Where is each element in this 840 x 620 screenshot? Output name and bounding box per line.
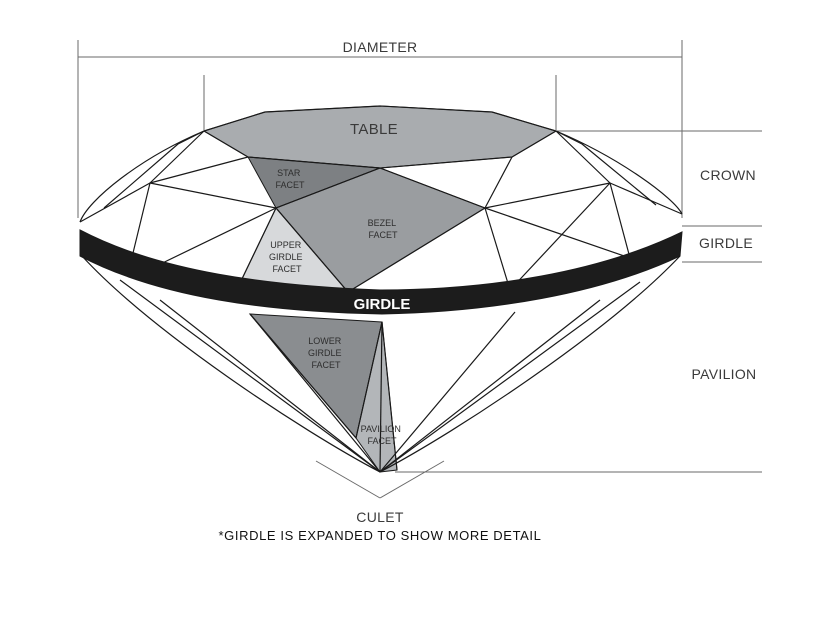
bezel-facet-label-line: BEZEL [368, 218, 397, 228]
culet-chevron-right [379, 460, 445, 499]
pavilion-edge-2 [249, 313, 381, 473]
crown-right-facets-1 [484, 130, 611, 209]
pavilion-label: PAVILION [692, 366, 757, 382]
facet-labels: STAR FACET BEZEL FACET UPPER GIRDLE FACE… [269, 168, 404, 446]
star-facet-label: STAR FACET [275, 168, 305, 190]
pavilion-edge-4 [249, 313, 357, 439]
lower-girdle-facet-label-line: FACET [311, 360, 341, 370]
pavilion-edge-10 [379, 299, 601, 473]
pavilion-right-outline [379, 255, 681, 473]
crown-right-facets-2 [484, 182, 631, 291]
star-facet-label-line: FACET [275, 180, 305, 190]
crown-label: CROWN [700, 167, 756, 183]
labels: DIAMETER TABLE CROWN GIRDLE GIRDLE PAVIL… [219, 39, 757, 543]
culet-chevron-left [315, 460, 381, 499]
pavilion-edge-7 [379, 311, 516, 473]
diameter-label: DIAMETER [343, 39, 418, 55]
upper-girdle-facet-label-line: GIRDLE [269, 252, 303, 262]
star-facet-label-line: STAR [277, 168, 301, 178]
pavilion-facet-label-line: FACET [367, 436, 397, 446]
girdle-side-label: GIRDLE [699, 235, 753, 251]
facet-outlines [79, 105, 683, 293]
crown-left-facets-1 [79, 130, 205, 223]
pavilion-left-outline [81, 255, 381, 473]
pavilion-edge-1 [119, 279, 381, 473]
upper-girdle-facet-label: UPPER GIRDLE FACET [269, 240, 305, 274]
bezel-edges [275, 167, 486, 293]
culet-label: CULET [356, 509, 404, 525]
bezel-facet-label-line: FACET [368, 230, 398, 240]
pavilion-outlines [81, 255, 681, 473]
pavilion-edge-3 [379, 321, 383, 473]
crown-left-facets-4 [103, 130, 205, 209]
bezel-facet-label: BEZEL FACET [368, 218, 399, 240]
pavilion-facet-label: PAVILION FACET [361, 424, 404, 446]
table-label: TABLE [350, 121, 398, 138]
upper-girdle-edge [239, 207, 277, 284]
upper-girdle-facet-label-line: UPPER [270, 240, 302, 250]
pavilion-facet-label-line: PAVILION [361, 424, 401, 434]
lower-girdle-facet-label-line: GIRDLE [308, 348, 342, 358]
upper-girdle-facet-label-line: FACET [272, 264, 302, 274]
guide-lines [77, 40, 762, 499]
pavilion-edge-6 [381, 321, 398, 471]
crown-right-facets-4 [555, 130, 657, 206]
crown-right-facets-5 [484, 207, 631, 259]
pavilion-edge-9 [159, 299, 381, 473]
crown-outline [79, 105, 683, 223]
crown-right-facets-3 [609, 182, 683, 215]
star-edge [275, 167, 381, 209]
pavilion-edge-8 [379, 281, 641, 473]
pavilion-edge-5 [355, 321, 383, 439]
lower-girdle-facet-label-line: LOWER [308, 336, 342, 346]
crown-left-facets-2 [132, 156, 249, 254]
girdle-center-label: GIRDLE [354, 296, 411, 313]
lower-girdle-facet-label: LOWER GIRDLE FACET [308, 336, 344, 370]
girdle-expanded-note: *GIRDLE IS EXPANDED TO SHOW MORE DETAIL [219, 528, 542, 543]
